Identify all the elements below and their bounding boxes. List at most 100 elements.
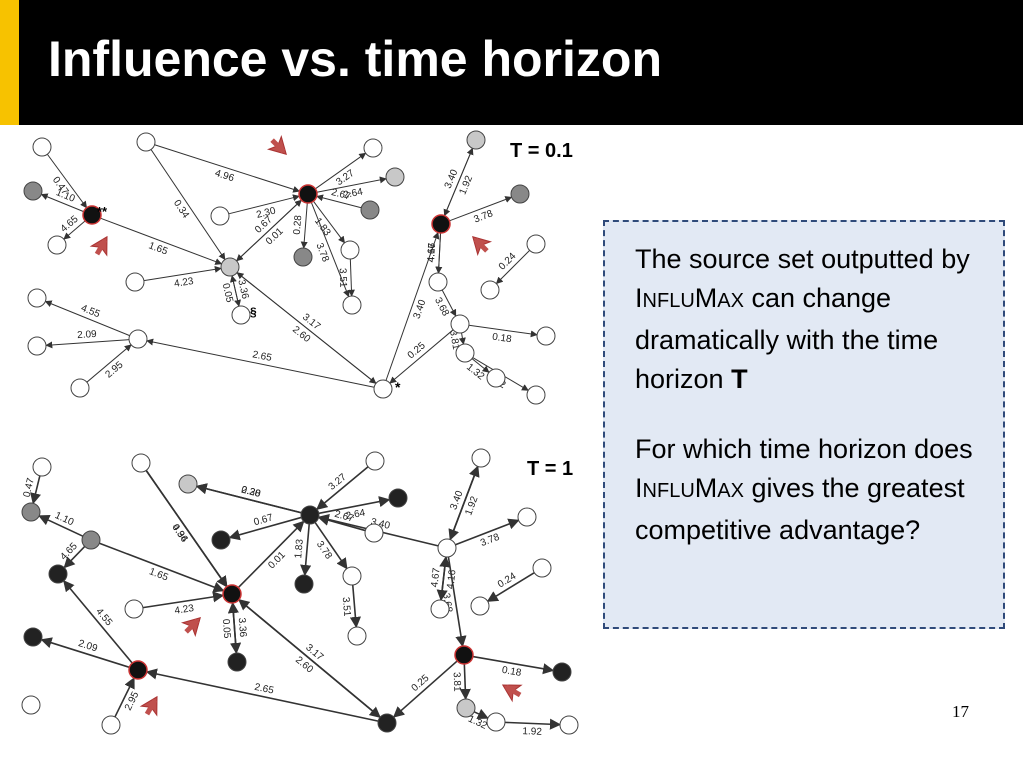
graph-node [347, 626, 367, 646]
edge-weight-label: 0.28 [240, 485, 262, 501]
edge [441, 289, 457, 317]
edge-weight-label: 0.34 [171, 198, 191, 221]
graph-node [70, 378, 90, 398]
double-star-marker: ** [97, 204, 108, 219]
star-marker: * [395, 379, 401, 395]
graph-node [125, 272, 145, 292]
graph-node [294, 574, 314, 594]
graph-node [128, 329, 148, 349]
graph-node [23, 627, 43, 647]
edge-weight-label: 0.24 [496, 571, 519, 591]
title-bar [0, 0, 1023, 125]
p2-text-before: For which time horizon does [635, 434, 973, 464]
edge [435, 232, 443, 274]
edge-weight-label: 4.65 [59, 214, 81, 235]
edge-weight-label: 3.68 [432, 296, 451, 319]
edge [448, 466, 479, 541]
edge-weight-label: 2.95 [123, 690, 142, 713]
edge-weight-label: 0.25 [410, 673, 432, 694]
source-node [222, 584, 242, 604]
source-node [454, 645, 474, 665]
source-indicator-arrow [180, 617, 201, 638]
graph-node [365, 451, 385, 471]
edge-weight-label: 0.18 [491, 332, 512, 346]
graph-node [559, 715, 579, 735]
edge [44, 300, 130, 337]
edge-weight-label: 2.64 [343, 186, 365, 201]
edge [145, 668, 379, 722]
graph-node [517, 507, 537, 527]
edge [40, 193, 84, 213]
edge [389, 329, 454, 384]
graph-node [552, 662, 572, 682]
edge [473, 708, 489, 720]
graph-node [385, 167, 405, 187]
edge-weight-label: 4.55 [93, 606, 114, 628]
edge-weight-label: 2.65 [251, 349, 273, 364]
title-accent-stripe [0, 0, 19, 125]
graph-node [486, 712, 506, 732]
edge-weight-label: 3.81 [447, 329, 461, 350]
edge-weight-label: 0.25 [406, 340, 428, 361]
edge [504, 718, 562, 730]
edge [318, 496, 391, 515]
edge [63, 545, 86, 569]
edge [468, 324, 538, 338]
edge-weight-label: 4.16 [426, 242, 438, 262]
source-indicator-arrow [139, 695, 158, 717]
edge [439, 555, 451, 601]
edge [312, 200, 346, 244]
edge-weight-label: 3.81 [451, 672, 463, 692]
edge-weight-label: 0.67 [253, 512, 275, 528]
edge [230, 275, 240, 307]
edge [63, 220, 86, 240]
edge-weight-label: 2.65 [253, 682, 275, 697]
time-horizon-label-top: T = 0.1 [510, 140, 573, 162]
edge [45, 339, 130, 349]
graph-node [27, 288, 47, 308]
source-node [431, 214, 451, 234]
p2-text-after: gives the greatest competitive advantage… [635, 473, 965, 545]
edge [30, 475, 41, 505]
edge [40, 637, 130, 669]
edge-weight-label: 4.96 [213, 168, 235, 185]
section-marker: § [250, 305, 257, 319]
edge-weight-label: 4.23 [173, 276, 194, 290]
edge [455, 518, 520, 546]
graph-node [470, 596, 490, 616]
info-paragraph-1: The source set outputted by INFLUMAX can… [635, 240, 1000, 399]
edge-weight-label: 4.55 [79, 303, 102, 321]
graph-node [21, 502, 41, 522]
graph-node [455, 343, 475, 363]
graph-node [131, 453, 151, 473]
source-node [298, 184, 318, 204]
graph-node [136, 132, 156, 152]
edge [316, 466, 369, 510]
p2-brand-name: INFLUMAX [635, 473, 744, 503]
page-number: 17 [952, 702, 969, 721]
graph-node [178, 474, 198, 494]
graph-node [81, 530, 101, 550]
edge-weight-label: 2.64 [345, 508, 367, 523]
edge [227, 601, 239, 654]
edge [143, 265, 222, 282]
graph-node [340, 240, 360, 260]
edge-weight-label: 1.92 [522, 726, 542, 738]
edge [347, 258, 355, 297]
graph-node [373, 379, 393, 399]
time-horizon-label-bottom: T = 1 [527, 458, 574, 480]
edge-weight-label: 2.95 [104, 359, 126, 380]
edge [63, 580, 133, 664]
source-indicator-arrow [501, 684, 523, 703]
source-indicator-arrow [266, 134, 287, 155]
p1-brand-name: INFLUMAX [635, 283, 744, 313]
edge [236, 199, 302, 262]
edge [150, 149, 226, 261]
graph-node [363, 138, 383, 158]
edge [146, 338, 375, 388]
graph-node [342, 295, 362, 315]
edge-weight-label: 4.67 [426, 242, 438, 262]
edge-weight-label: 3.51 [340, 597, 353, 618]
edge [392, 660, 458, 718]
